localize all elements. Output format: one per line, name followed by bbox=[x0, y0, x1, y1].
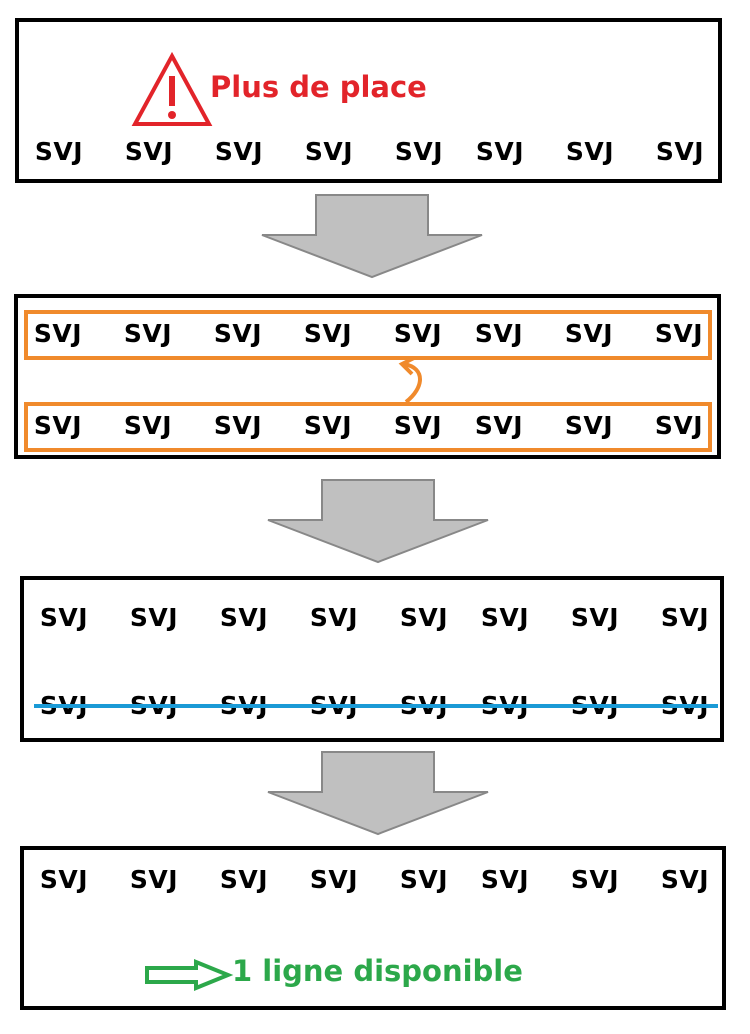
right-arrow-outline-icon bbox=[145, 959, 234, 991]
svj-cell: SVJ bbox=[123, 411, 173, 440]
svj-cell: SVJ bbox=[565, 137, 615, 166]
svj-row: SVJ SVJ SVJ SVJ SVJ SVJ SVJ SVJ bbox=[18, 314, 717, 354]
svj-cell: SVJ bbox=[124, 137, 174, 166]
svj-cell: SVJ bbox=[304, 137, 354, 166]
down-arrow-icon bbox=[261, 194, 483, 279]
svj-cell: SVJ bbox=[303, 411, 353, 440]
svj-cell: SVJ bbox=[219, 603, 269, 632]
svj-cell: SVJ bbox=[309, 603, 359, 632]
svj-cell: SVJ bbox=[33, 411, 83, 440]
panel-strike: SVJ SVJ SVJ SVJ SVJ SVJ SVJ SVJ SVJ SVJ SVJ SVJ SVJ… bbox=[20, 576, 724, 742]
svj-cell: SVJ bbox=[474, 319, 524, 348]
svj-cell: SVJ bbox=[309, 865, 359, 894]
svj-cell: SVJ bbox=[564, 319, 614, 348]
svj-cell: SVJ bbox=[393, 319, 443, 348]
warning-triangle-icon bbox=[131, 51, 213, 126]
svj-cell: SVJ bbox=[129, 603, 179, 632]
svj-cell: SVJ bbox=[564, 411, 614, 440]
svj-row: SVJ SVJ SVJ SVJ SVJ SVJ SVJ SVJ bbox=[24, 860, 722, 900]
svj-cell: SVJ bbox=[33, 319, 83, 348]
svj-cell: SVJ bbox=[655, 137, 705, 166]
svj-cell: SVJ bbox=[570, 603, 620, 632]
svj-cell: SVJ bbox=[39, 603, 89, 632]
down-arrow-icon bbox=[267, 751, 489, 836]
svj-cell: SVJ bbox=[474, 411, 524, 440]
svj-cell: SVJ bbox=[213, 411, 263, 440]
curved-up-arrow-icon bbox=[398, 356, 422, 404]
svj-cell: SVJ bbox=[660, 603, 710, 632]
svj-cell: SVJ bbox=[34, 137, 84, 166]
svj-cell: SVJ bbox=[214, 137, 264, 166]
panel-result: SVJ SVJ SVJ SVJ SVJ SVJ SVJ SVJ 1 ligne disponi… bbox=[20, 846, 726, 1010]
down-arrow-icon bbox=[267, 479, 489, 564]
svj-cell: SVJ bbox=[654, 319, 704, 348]
highlight-row-top bbox=[24, 310, 712, 360]
svj-cell: SVJ bbox=[394, 137, 444, 166]
available-label: 1 ligne disponible bbox=[232, 954, 523, 988]
svj-row: SVJ SVJ SVJ SVJ SVJ SVJ SVJ SVJ bbox=[24, 598, 720, 638]
svj-cell: SVJ bbox=[219, 865, 269, 894]
svj-cell: SVJ bbox=[399, 865, 449, 894]
svj-cell: SVJ bbox=[654, 411, 704, 440]
svj-cell: SVJ bbox=[480, 603, 530, 632]
highlight-row-bottom bbox=[24, 402, 712, 452]
svj-cell: SVJ bbox=[475, 137, 525, 166]
svj-cell: SVJ bbox=[39, 865, 89, 894]
strike-line bbox=[34, 704, 718, 708]
warning-label: Plus de place bbox=[210, 70, 427, 104]
svj-cell: SVJ bbox=[129, 865, 179, 894]
svj-cell: SVJ bbox=[213, 319, 263, 348]
svj-cell: SVJ bbox=[303, 319, 353, 348]
svj-cell: SVJ bbox=[393, 411, 443, 440]
svj-cell: SVJ bbox=[123, 319, 173, 348]
svj-cell: SVJ bbox=[660, 865, 710, 894]
svj-row: SVJ SVJ SVJ SVJ SVJ SVJ SVJ SVJ bbox=[18, 406, 717, 446]
svj-cell: SVJ bbox=[399, 603, 449, 632]
svj-cell: SVJ bbox=[570, 865, 620, 894]
svj-row: SVJ SVJ SVJ SVJ SVJ SVJ SVJ SVJ bbox=[19, 132, 718, 172]
svj-cell: SVJ bbox=[480, 865, 530, 894]
panel-full: Plus de place SVJ SVJ SVJ SVJ SVJ SVJ SVJ SVJ bbox=[15, 18, 722, 183]
